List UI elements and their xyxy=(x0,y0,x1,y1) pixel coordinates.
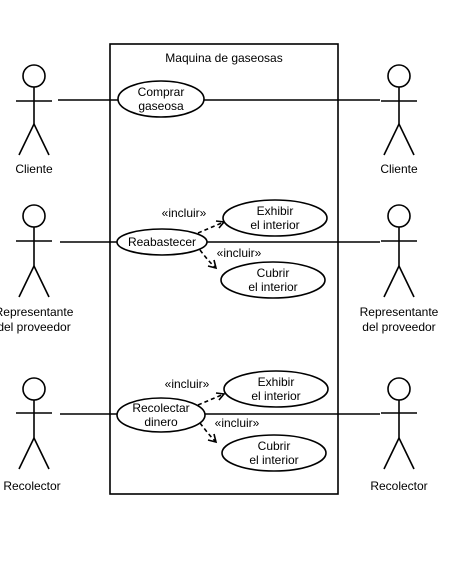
arrowhead xyxy=(207,259,218,270)
arrowhead xyxy=(207,433,218,444)
use-case-label: Cubrir xyxy=(258,439,291,453)
include-label: «incluir» xyxy=(162,206,207,220)
actor-label: del proveedor xyxy=(362,320,435,334)
use-case-label: el interior xyxy=(249,453,298,467)
actor-label: Cliente xyxy=(15,162,53,176)
actor-label: Cliente xyxy=(380,162,418,176)
use-case-reabastecer xyxy=(116,228,208,256)
system-title: Maquina de gaseosas xyxy=(165,51,282,65)
use-case-cubrir-interior xyxy=(220,261,326,299)
actor-recolector-left xyxy=(16,377,52,470)
use-case-label: Reabastecer xyxy=(128,235,196,249)
include-arrow-recolectar-cubrir xyxy=(199,422,217,443)
use-case-label: Cubrir xyxy=(257,266,290,280)
use-case-label: el interior xyxy=(248,280,297,294)
actor-label: Representante xyxy=(0,305,74,319)
use-case-label: dinero xyxy=(144,415,178,429)
include-label: «incluir» xyxy=(215,416,260,430)
actor-representante-left xyxy=(16,204,52,298)
actor-cliente-right xyxy=(381,64,417,156)
use-case-exhibir-interior xyxy=(222,199,328,237)
actor-label: del proveedor xyxy=(0,320,71,334)
use-case-label: gaseosa xyxy=(138,99,184,113)
use-case-recolectar-dinero xyxy=(116,397,206,433)
use-case-label: Exhibir xyxy=(258,375,295,389)
actor-cliente-left xyxy=(16,64,52,156)
use-case-label: el interior xyxy=(250,218,299,232)
include-label: «incluir» xyxy=(165,377,210,391)
use-case-label: Exhibir xyxy=(257,204,294,218)
use-case-label: Recolectar xyxy=(132,401,189,415)
include-label: «incluir» xyxy=(217,246,262,260)
actor-recolector-right xyxy=(381,377,417,470)
arrowhead xyxy=(215,392,226,401)
actor-label: Recolector xyxy=(3,479,60,493)
actor-label: Recolector xyxy=(370,479,427,493)
use-case-exhibir-interior xyxy=(223,370,329,408)
use-case-label: el interior xyxy=(251,389,300,403)
include-arrow-recolectar-exhibir xyxy=(197,393,225,406)
use-case-label: Comprar xyxy=(138,85,185,99)
actor-representante-right xyxy=(381,204,417,298)
use-case-comprar-gaseosa xyxy=(117,80,205,118)
use-case-cubrir-interior xyxy=(221,434,327,472)
actor-label: Representante xyxy=(360,305,439,319)
include-arrow-reabastecer-exhibir xyxy=(197,221,225,234)
